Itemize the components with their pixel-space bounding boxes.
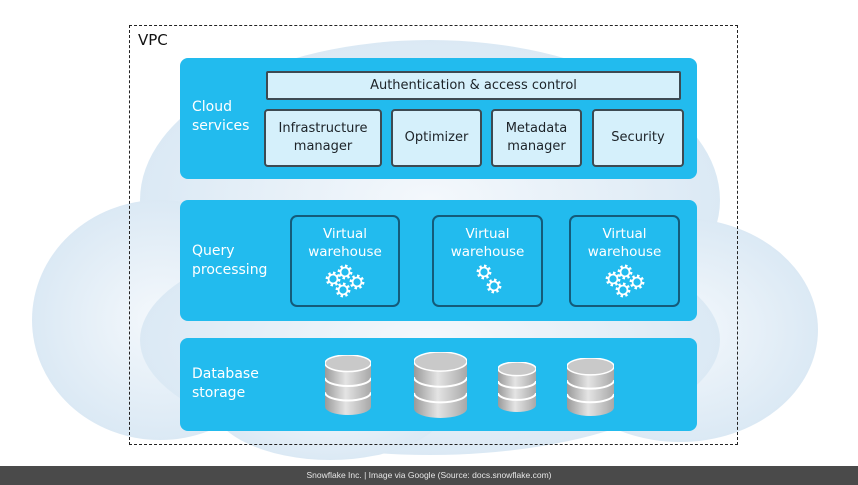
auth-access-control-box: Authentication & access control: [266, 71, 681, 100]
gear-icon: [349, 274, 365, 290]
cloud-services-layer: Cloud services Authentication & access c…: [180, 58, 697, 179]
gears-icon: [571, 263, 678, 299]
database-cylinder-icon: [324, 354, 372, 419]
vpc-boundary: [129, 25, 738, 445]
gear-icon: [486, 278, 501, 294]
vpc-label: VPC: [138, 31, 168, 49]
query-processing-layer: Query processing Virtual warehouse Virtu…: [180, 200, 697, 321]
gear-icon: [476, 264, 491, 280]
optimizer-box: Optimizer: [391, 109, 482, 167]
virtual-warehouse-1: Virtual warehouse: [290, 215, 400, 307]
gear-icon: [325, 271, 341, 287]
security-box: Security: [592, 109, 684, 167]
image-caption: Snowflake Inc. | Image via Google (Sourc…: [0, 466, 858, 485]
gear-icon: [337, 264, 353, 280]
database-cylinder-icon: [566, 357, 615, 420]
gears-icon: [434, 263, 541, 299]
gear-icon: [615, 282, 630, 298]
gears-icon: [292, 263, 398, 299]
query-processing-label: Query processing: [192, 243, 268, 278]
database-storage-layer: Database storage: [180, 338, 697, 431]
gear-icon: [335, 282, 351, 298]
gear-icon: [629, 274, 644, 290]
virtual-warehouse-2: Virtual warehouse: [432, 215, 543, 307]
virtual-warehouse-3: Virtual warehouse: [569, 215, 680, 307]
database-cylinder-icon: [497, 361, 537, 416]
gear-icon: [605, 271, 620, 287]
cloud-services-label: Cloud services: [192, 99, 250, 134]
database-storage-label: Database storage: [192, 366, 259, 401]
database-cylinder-icon: [413, 351, 468, 422]
gear-icon: [617, 264, 632, 280]
